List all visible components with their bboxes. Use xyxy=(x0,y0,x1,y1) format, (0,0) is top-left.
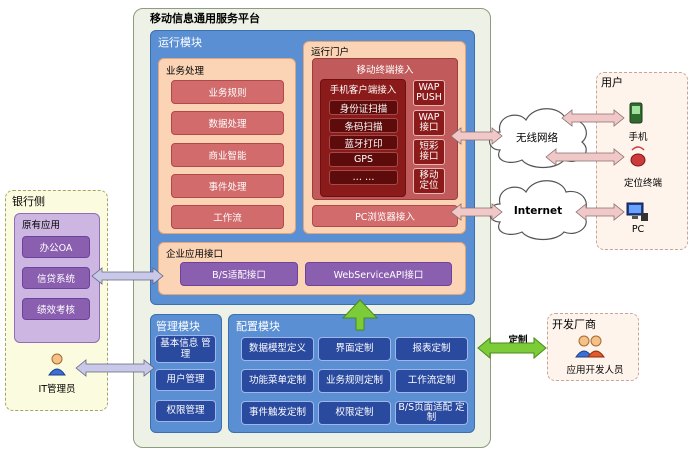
developer-to-config-arrow xyxy=(477,336,547,360)
internet-to-pc-arrow xyxy=(575,203,625,221)
config-item[interactable]: 报表定制 xyxy=(395,337,468,361)
it-admin-icon xyxy=(48,353,66,376)
developer-title: 开发厂商 xyxy=(552,318,596,331)
config-item[interactable]: B/S页面适配 定制 xyxy=(395,401,468,425)
internet-to-pcbrowser-arrow xyxy=(450,203,503,221)
portal-panel-title: 运行门户 xyxy=(311,47,350,58)
config-module-title: 配置模块 xyxy=(236,320,280,333)
mobile-location-item[interactable]: 移动 定位 xyxy=(413,168,445,194)
legacy-apps-title: 原有应用 xyxy=(22,220,61,231)
users-title: 用户 xyxy=(601,76,623,89)
config-to-runtime-arrow xyxy=(341,299,379,331)
wireless-to-locator-arrow xyxy=(545,148,625,166)
enterprise-interface-title: 企业应用接口 xyxy=(166,249,224,260)
developer-panel xyxy=(547,313,639,381)
config-item[interactable]: 功能菜单定制 xyxy=(241,369,314,393)
internet-cloud-icon xyxy=(488,180,587,241)
management-item[interactable]: 基本信息 管理 xyxy=(155,335,216,363)
business-panel-title: 业务处理 xyxy=(166,66,205,77)
management-module-title: 管理模块 xyxy=(156,320,200,333)
mobile-access-title: 移动终端接入 xyxy=(356,65,414,76)
app-developer-label: 应用开发人员 xyxy=(566,365,624,376)
wireless-network-label: 无线网络 xyxy=(516,131,558,144)
config-item[interactable]: 事件触发定制 xyxy=(241,401,314,425)
locator-terminal-icon xyxy=(630,146,646,167)
app-developers-icon xyxy=(575,335,605,358)
platform-title: 移动信息通用服务平台 xyxy=(150,12,260,25)
management-item[interactable]: 用户管理 xyxy=(155,369,216,391)
wap-interface-item[interactable]: WAP 接口 xyxy=(413,110,445,136)
client-item[interactable]: … … xyxy=(329,170,398,185)
business-item[interactable]: 工作流 xyxy=(171,205,284,229)
client-item[interactable]: GPS xyxy=(329,152,398,167)
wireless-to-portal-arrow xyxy=(450,127,503,145)
it-admin-label: IT管理员 xyxy=(38,384,76,395)
legacy-app-item[interactable]: 信贷系统 xyxy=(22,267,90,289)
business-item[interactable]: 业务规则 xyxy=(171,80,284,104)
legacy-app-item[interactable]: 绩效考核 xyxy=(22,298,90,320)
customize-link-label: 定制 xyxy=(508,335,528,346)
business-item[interactable]: 数据处理 xyxy=(171,111,284,135)
pc-icon xyxy=(626,202,648,221)
wap-push-item[interactable]: WAP PUSH xyxy=(413,80,445,106)
config-item[interactable]: 业务规则定制 xyxy=(318,369,391,393)
business-item[interactable]: 事件处理 xyxy=(171,174,284,198)
pc-label: PC xyxy=(631,224,645,235)
mobile-phone-label: 手机 xyxy=(628,132,648,143)
wireless-to-mobile-arrow xyxy=(561,109,625,127)
internet-label: Internet xyxy=(514,205,562,217)
management-item[interactable]: 权限管理 xyxy=(155,400,216,422)
client-item[interactable]: 蓝牙打印 xyxy=(329,135,398,150)
client-access-title: 手机客户端接入 xyxy=(329,85,397,96)
config-item[interactable]: 工作流定制 xyxy=(395,369,468,393)
config-item[interactable]: 界面定制 xyxy=(318,337,391,361)
sms-mms-interface-item[interactable]: 短彩 接口 xyxy=(413,139,445,165)
it-admin-to-management-arrow xyxy=(75,359,155,377)
runtime-module-title: 运行模块 xyxy=(158,36,202,49)
config-item[interactable]: 数据模型定义 xyxy=(241,337,314,361)
locator-terminal-label: 定位终端 xyxy=(623,178,662,189)
config-item[interactable]: 权限定制 xyxy=(318,401,391,425)
client-item[interactable]: 条码扫描 xyxy=(329,118,398,133)
webservice-api-interface[interactable]: WebServiceAPI接口 xyxy=(305,262,452,286)
bank-side-title: 银行侧 xyxy=(12,195,45,208)
legacy-app-item[interactable]: 办公OA xyxy=(22,236,90,258)
client-item[interactable]: 身份证扫描 xyxy=(329,100,398,115)
bs-adapter-interface[interactable]: B/S适配接口 xyxy=(180,262,298,286)
mobile-phone-icon xyxy=(629,102,643,124)
business-item[interactable]: 商业智能 xyxy=(171,143,284,167)
legacy-apps-to-enterprise-arrow xyxy=(91,267,164,285)
